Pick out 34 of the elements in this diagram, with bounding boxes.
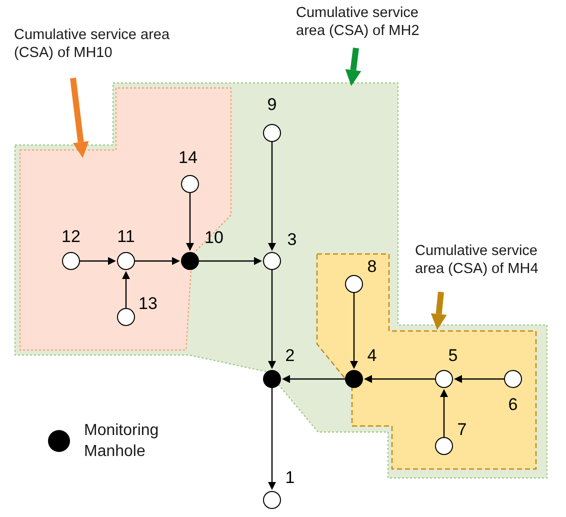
pointer-arrow (345, 48, 362, 86)
manhole-number: 12 (60, 227, 82, 247)
manhole-number: 8 (366, 257, 378, 277)
manhole-number: 3 (286, 230, 298, 250)
flow-arrow (454, 375, 504, 383)
flow-arrow (80, 257, 116, 265)
area-label: Cumulative service area (CSA) of MH4 (415, 242, 560, 278)
manhole-number: 5 (447, 346, 459, 366)
manhole-number: 7 (456, 420, 468, 440)
manhole-number: 1 (284, 468, 296, 488)
manhole-number: 13 (138, 294, 158, 314)
manhole-number: 4 (366, 346, 378, 366)
flow-arrow (350, 293, 358, 369)
manhole-number: 9 (266, 95, 278, 115)
flow-arrow (122, 271, 130, 308)
pointer-arrow (430, 292, 447, 330)
flow-arrow (282, 375, 345, 383)
flow-arrow (268, 388, 276, 490)
flow-arrow (268, 270, 276, 369)
area-label: Cumulative service area (CSA) of MH10 (14, 26, 174, 62)
flow-arrow (268, 142, 276, 251)
flow-arrow (440, 389, 448, 437)
manhole-number: 6 (507, 395, 519, 415)
manhole-number: 2 (284, 346, 296, 366)
flow-arrow (135, 257, 180, 265)
manhole-number: 14 (178, 148, 198, 168)
flow-arrow (186, 193, 194, 251)
manhole-number: 11 (116, 227, 136, 247)
area-label: Cumulative service area (CSA) of MH2 (296, 4, 446, 40)
manhole-number: 10 (204, 228, 224, 248)
flow-arrow (199, 257, 262, 265)
pointer-arrow (70, 78, 89, 158)
flow-arrow (364, 375, 435, 383)
legend-label: Monitoring Manhole (84, 421, 160, 462)
